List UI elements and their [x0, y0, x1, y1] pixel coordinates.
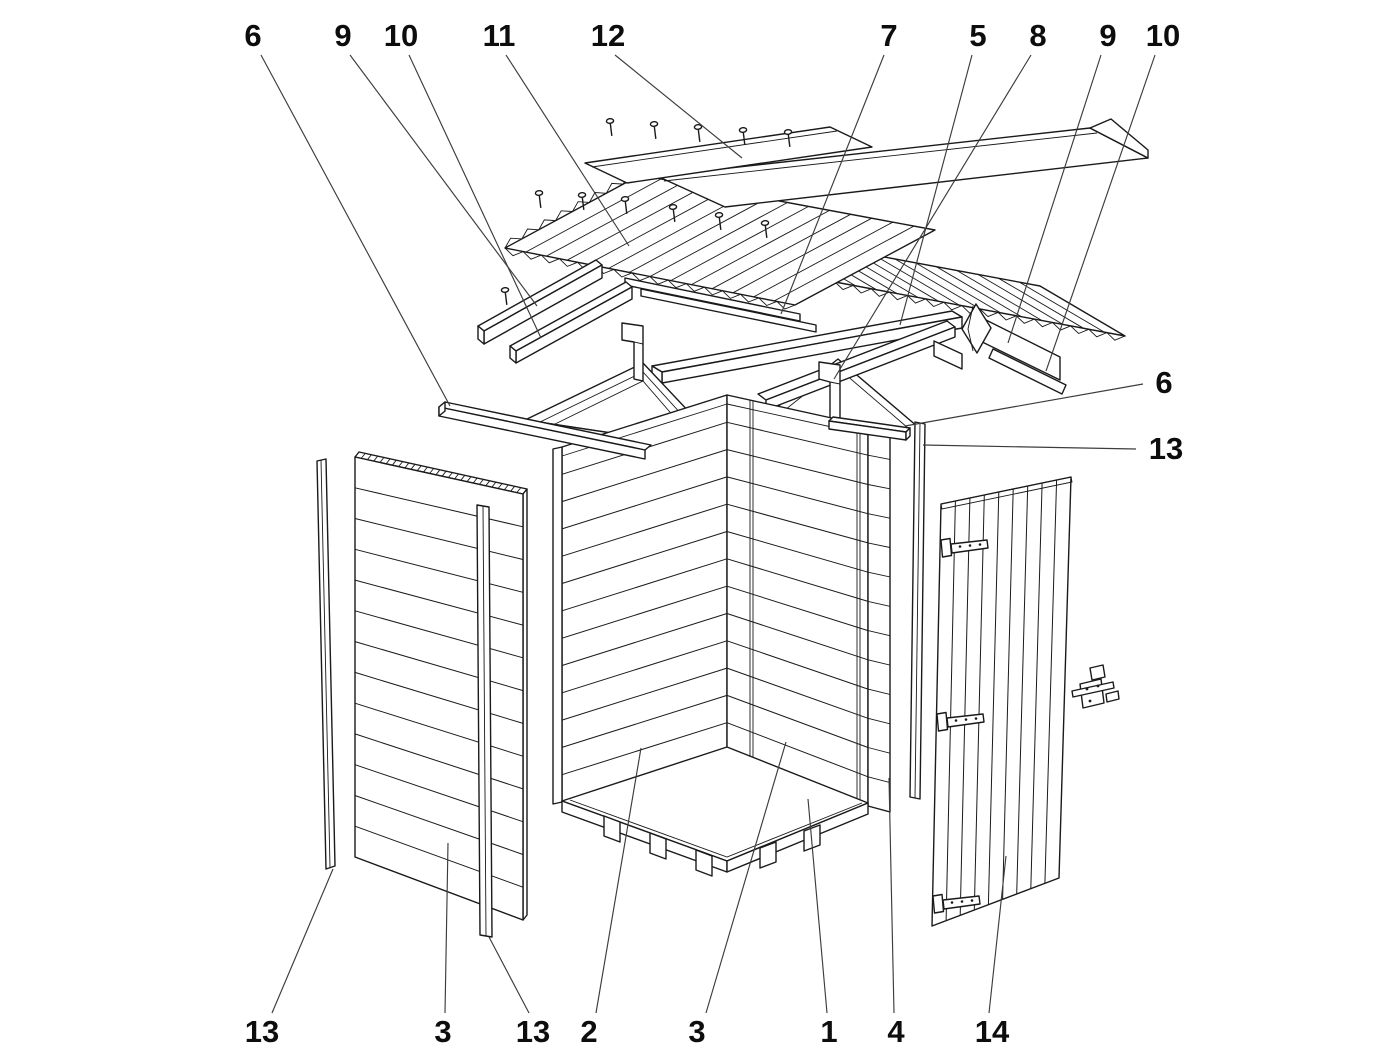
finial-diamond	[961, 303, 992, 354]
part-label-2-bottom: 2	[580, 1014, 597, 1049]
part-label-11-top: 11	[483, 18, 516, 53]
wall-back-right	[726, 394, 869, 807]
part-label-7-top: 7	[880, 18, 897, 53]
screw-icon	[668, 203, 678, 222]
leader-line-4-bottom	[888, 777, 895, 1014]
leader-line-2-bottom	[595, 747, 642, 1014]
part-label-5-top: 5	[969, 18, 986, 53]
leader-line-12-top	[614, 54, 743, 159]
floor-panel	[561, 746, 869, 873]
screw-icon	[534, 189, 544, 208]
leader-line-5-top	[899, 54, 973, 326]
leader-line-3-bottom-left	[444, 842, 449, 1014]
leader-line-13-bottom-left	[271, 868, 334, 1014]
part-label-8-top: 8	[1029, 18, 1046, 53]
leader-line-10-top-left	[408, 54, 542, 339]
eave-beam-left	[438, 401, 652, 460]
screw-icon	[649, 120, 659, 139]
leader-line-8-top	[833, 54, 1032, 380]
part-label-13-bottom-center: 13	[516, 1014, 550, 1049]
front-gable-post	[621, 322, 644, 382]
hinge-icon	[932, 893, 981, 914]
part-label-13-right: 13	[1149, 431, 1183, 466]
door-hinges	[932, 537, 989, 914]
screw-icon	[577, 191, 587, 210]
wall-back-left	[552, 394, 728, 805]
corner-batten-left	[316, 458, 336, 870]
screw-icon	[738, 126, 748, 145]
leader-line-11-top	[505, 54, 630, 247]
leader-line-13-right	[922, 444, 1137, 450]
part-label-6-right: 6	[1155, 365, 1172, 400]
leader-line-6-top	[260, 54, 451, 407]
screw-icon	[714, 211, 724, 230]
hinge-icon	[940, 537, 989, 558]
hinge-icon	[936, 711, 985, 732]
part-label-9-top-right: 9	[1099, 18, 1116, 53]
corner-trim-boards	[867, 425, 891, 813]
roof-panel-left	[504, 173, 936, 310]
screws-group	[500, 117, 793, 305]
part-label-14-bottom: 14	[975, 1014, 1010, 1049]
screw-icon	[500, 286, 510, 305]
part-label-4-bottom: 4	[887, 1014, 905, 1049]
screw-icon	[620, 195, 630, 214]
leader-line-3-bottom-center	[705, 741, 787, 1014]
leader-line-13-bottom-center	[488, 936, 530, 1014]
fascia-boards-left	[477, 259, 633, 364]
corner-batten-right	[909, 421, 926, 800]
leader-line-9-top-left	[349, 54, 538, 307]
floor-skids	[603, 815, 821, 877]
screw-icon	[783, 128, 793, 147]
eave-beam-right	[828, 416, 911, 441]
leader-line-1-bottom	[807, 798, 828, 1014]
leader-line-9-top-right	[1007, 54, 1102, 344]
part-label-13-bottom-left: 13	[245, 1014, 279, 1049]
screw-icon	[760, 219, 770, 238]
screw-icon	[693, 123, 703, 142]
roof-ridge-caps	[584, 118, 1149, 208]
door-latch	[1071, 664, 1120, 709]
leader-line-6-right	[904, 383, 1144, 427]
leader-line-7-top	[780, 54, 885, 315]
ridge-beam	[651, 310, 963, 384]
leader-line-10-top-right	[1045, 54, 1156, 372]
part-label-10-top-left: 10	[384, 18, 418, 53]
screw-icon	[605, 117, 615, 136]
wall-panel-left	[354, 451, 528, 921]
part-label-12-top: 12	[591, 18, 625, 53]
part-label-9-top-left: 9	[334, 18, 351, 53]
leader-line-14-bottom	[988, 855, 1007, 1014]
part-label-10-top-right: 10	[1146, 18, 1180, 53]
part-label-1-bottom: 1	[820, 1014, 837, 1049]
door-panel	[931, 476, 1073, 927]
part-label-3-bottom-center: 3	[688, 1014, 705, 1049]
batten-center	[476, 504, 493, 938]
part-label-3-bottom-left: 3	[434, 1014, 451, 1049]
part-label-6-top: 6	[244, 18, 261, 53]
